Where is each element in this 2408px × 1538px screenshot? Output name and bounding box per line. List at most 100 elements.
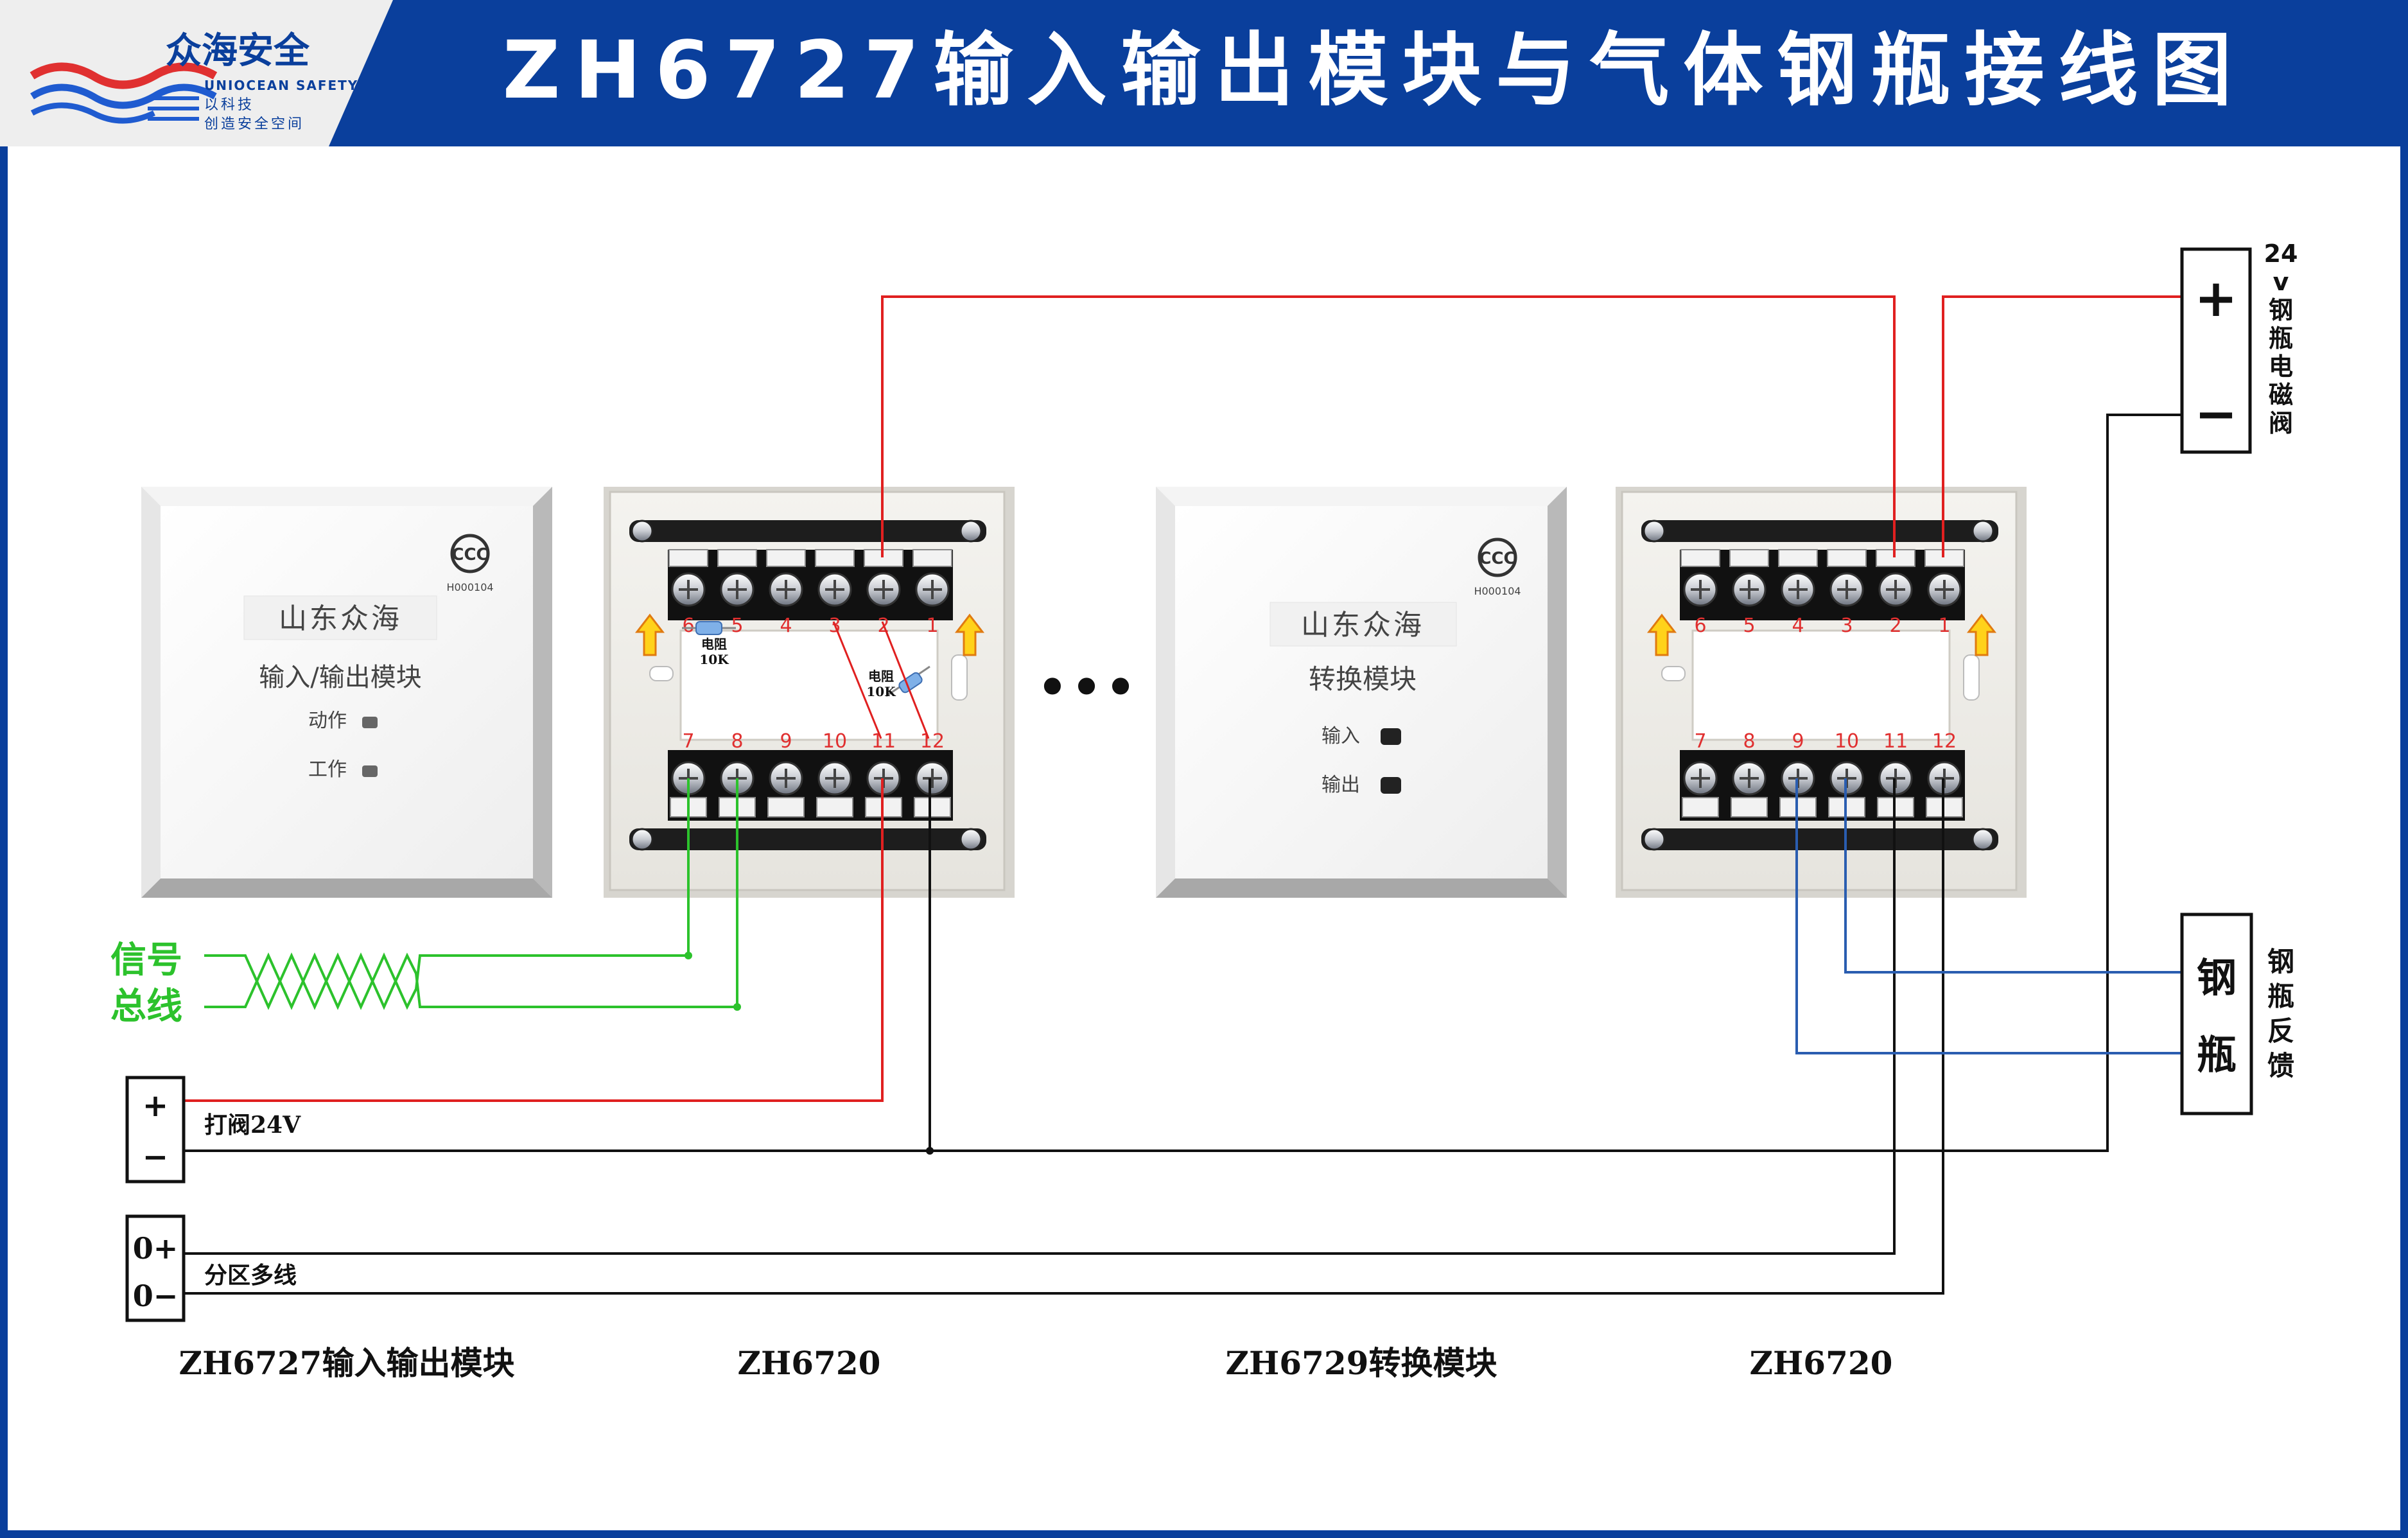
caption-io-module: ZH6727输入输出模块 (179, 1344, 515, 1382)
brand-name: 众海安全 (166, 30, 310, 72)
cylinder-char-1: 钢 (2197, 954, 2237, 1001)
mount-screw-icon (1971, 520, 1994, 543)
header-bar: 众海安全 UNIOCEAN SAFETY 以科技 创造安全空间 ZH6727输入… (0, 0, 2408, 146)
led-work-label: 工作 (308, 758, 347, 781)
solenoid-box: + − (2180, 247, 2252, 454)
module-name: 转换模块 (1309, 663, 1417, 695)
label-char: v (2273, 268, 2289, 296)
mount-screw-icon (1643, 828, 1666, 851)
module-name: 输入/输出模块 (259, 663, 421, 692)
mount-slot (649, 666, 674, 681)
wire-valve-plus (184, 778, 884, 1102)
terminal-clamp (1827, 549, 1867, 567)
label-char: 钢 (2269, 296, 2293, 324)
cert-number: H000104 (446, 581, 493, 593)
cylinder-char-2: 瓶 (2197, 1031, 2237, 1078)
label-char: 反 (2267, 1015, 2294, 1047)
resistor-label: 电阻 (868, 669, 894, 684)
resistor-2: 电阻 10K (866, 665, 930, 699)
led-input-label: 输入 (1322, 725, 1360, 747)
terminal-rail (629, 828, 986, 850)
mount-screw-icon (1643, 520, 1666, 543)
base-opening (1691, 629, 1951, 741)
label-char: 瓶 (2269, 324, 2293, 353)
terminal-number: 12 (1932, 730, 1957, 753)
terminal-clamp (1680, 549, 1720, 567)
resistor-value: 10K (699, 652, 729, 667)
led-action-label: 动作 (308, 710, 347, 732)
solenoid-minus-sign: − (2194, 384, 2237, 444)
io-module-front: CCC H000104 山东众海 输入/输出模块 动作 工作 (141, 487, 552, 898)
terminal-number: 7 (1694, 730, 1706, 753)
terminal-clamp (766, 549, 806, 567)
terminal-block (668, 550, 953, 620)
terminal-number: 5 (731, 615, 743, 637)
brand-label: 山东众海 (279, 602, 402, 635)
led-work (362, 765, 378, 777)
wire-link-2-12 (881, 621, 930, 739)
terminal-block (1680, 750, 1965, 821)
brand-en: UNIOCEAN SAFETY (204, 78, 358, 93)
valve-plus-sign: + (143, 1088, 168, 1124)
terminal-clamp (815, 549, 855, 567)
wire-feedback-10 (1844, 778, 2182, 974)
zone-bus-box: 0+ 0− (125, 1214, 186, 1322)
zone-minus-sign: 0− (133, 1279, 179, 1313)
caption-base-left: ZH6720 (738, 1344, 881, 1382)
mount-screw-icon (959, 828, 982, 851)
terminal-number: 3 (1840, 615, 1853, 637)
terminal-clamp (1729, 549, 1769, 567)
terminal-clamp (767, 797, 805, 817)
led-input (1381, 728, 1401, 745)
valve-minus-sign: − (143, 1139, 168, 1175)
converter-module-front: CCC H000104 山东众海 转换模块 输入 输出 (1156, 487, 1567, 898)
signal-bus-label-2: 总线 (110, 986, 182, 1027)
ccc-cert-icon: CCC (1478, 537, 1517, 577)
terminal-rail (1641, 520, 1998, 542)
zone-bus-label: 分区多线 (204, 1263, 297, 1289)
signal-bus-label-1: 信号 (110, 939, 182, 981)
terminal-clamp (912, 549, 952, 567)
resistor-value: 10K (866, 684, 896, 699)
label-char: 电 (2269, 353, 2293, 381)
terminal-number: 9 (780, 730, 792, 753)
caption-base-right: ZH6720 (1750, 1344, 1893, 1382)
label-char: 24 (2264, 240, 2298, 268)
junction-dot (926, 1147, 934, 1155)
label-char: 磁 (2269, 381, 2293, 409)
mount-screw-icon (631, 520, 654, 543)
cert-number: H000104 (1474, 585, 1521, 597)
terminal-number: 5 (1743, 615, 1755, 637)
terminal-block (1680, 550, 1965, 620)
caption-converter: ZH6729转换模块 (1226, 1344, 1497, 1382)
terminal-number: 8 (731, 730, 743, 753)
led-action (362, 717, 378, 728)
slogan-2: 创造安全空间 (204, 116, 304, 132)
terminal-clamp (1682, 797, 1719, 817)
terminal-number: 2 (1889, 615, 1901, 637)
ellipsis: ••• (1035, 654, 1137, 722)
led-output-label: 输出 (1322, 774, 1360, 796)
wire-t2-loop (881, 295, 1896, 557)
terminal-number: 10 (1835, 730, 1859, 753)
terminal-number: 1 (926, 615, 938, 637)
terminal-clamp (914, 797, 951, 817)
orientation-arrow-icon (954, 613, 985, 656)
wire-zone-minus (184, 778, 1944, 1295)
valve-supply-label: 打阀24V (204, 1112, 301, 1139)
terminal-rail (629, 520, 986, 542)
mount-slot (1963, 654, 1980, 701)
terminal-number: 8 (1743, 730, 1755, 753)
mount-slot (951, 654, 968, 701)
terminal-block (668, 750, 953, 821)
svg-text:CCC: CCC (451, 545, 488, 564)
solenoid-plus-sign: + (2194, 268, 2237, 328)
mount-screw-icon (631, 828, 654, 851)
terminal-number: 9 (1792, 730, 1804, 753)
terminal-number: 6 (682, 615, 694, 637)
wire-feedback-9 (1795, 778, 2182, 1054)
